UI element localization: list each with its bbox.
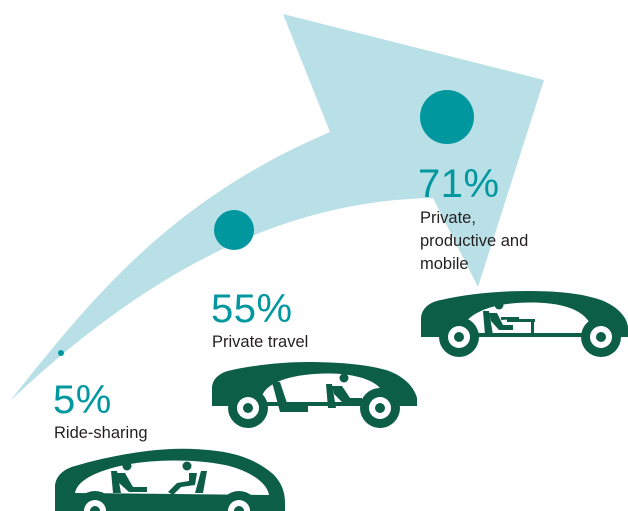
- bubble-private-productive: [420, 90, 474, 144]
- passenger-at-desk-icon: [483, 300, 535, 335]
- reclining-seat-and-seated-passenger-icon: [272, 373, 362, 412]
- car-private-productive-icon: [421, 291, 628, 357]
- label-private-travel: Private travel: [212, 333, 309, 351]
- label-private-productive: Private, productive and mobile: [420, 209, 529, 273]
- percent-private-travel: 55%: [211, 287, 293, 331]
- percent-private-productive: 71%: [418, 162, 500, 206]
- car-ride-sharing-icon: [55, 448, 285, 511]
- percent-ride-sharing: 5%: [53, 378, 112, 422]
- growth-arrow: [10, 14, 544, 401]
- two-seated-passengers-icon: [111, 461, 207, 495]
- car-private-travel-icon: [212, 362, 417, 428]
- bubble-ride-sharing: [58, 350, 64, 356]
- bubble-private-travel: [214, 210, 254, 250]
- label-ride-sharing: Ride-sharing: [54, 424, 148, 442]
